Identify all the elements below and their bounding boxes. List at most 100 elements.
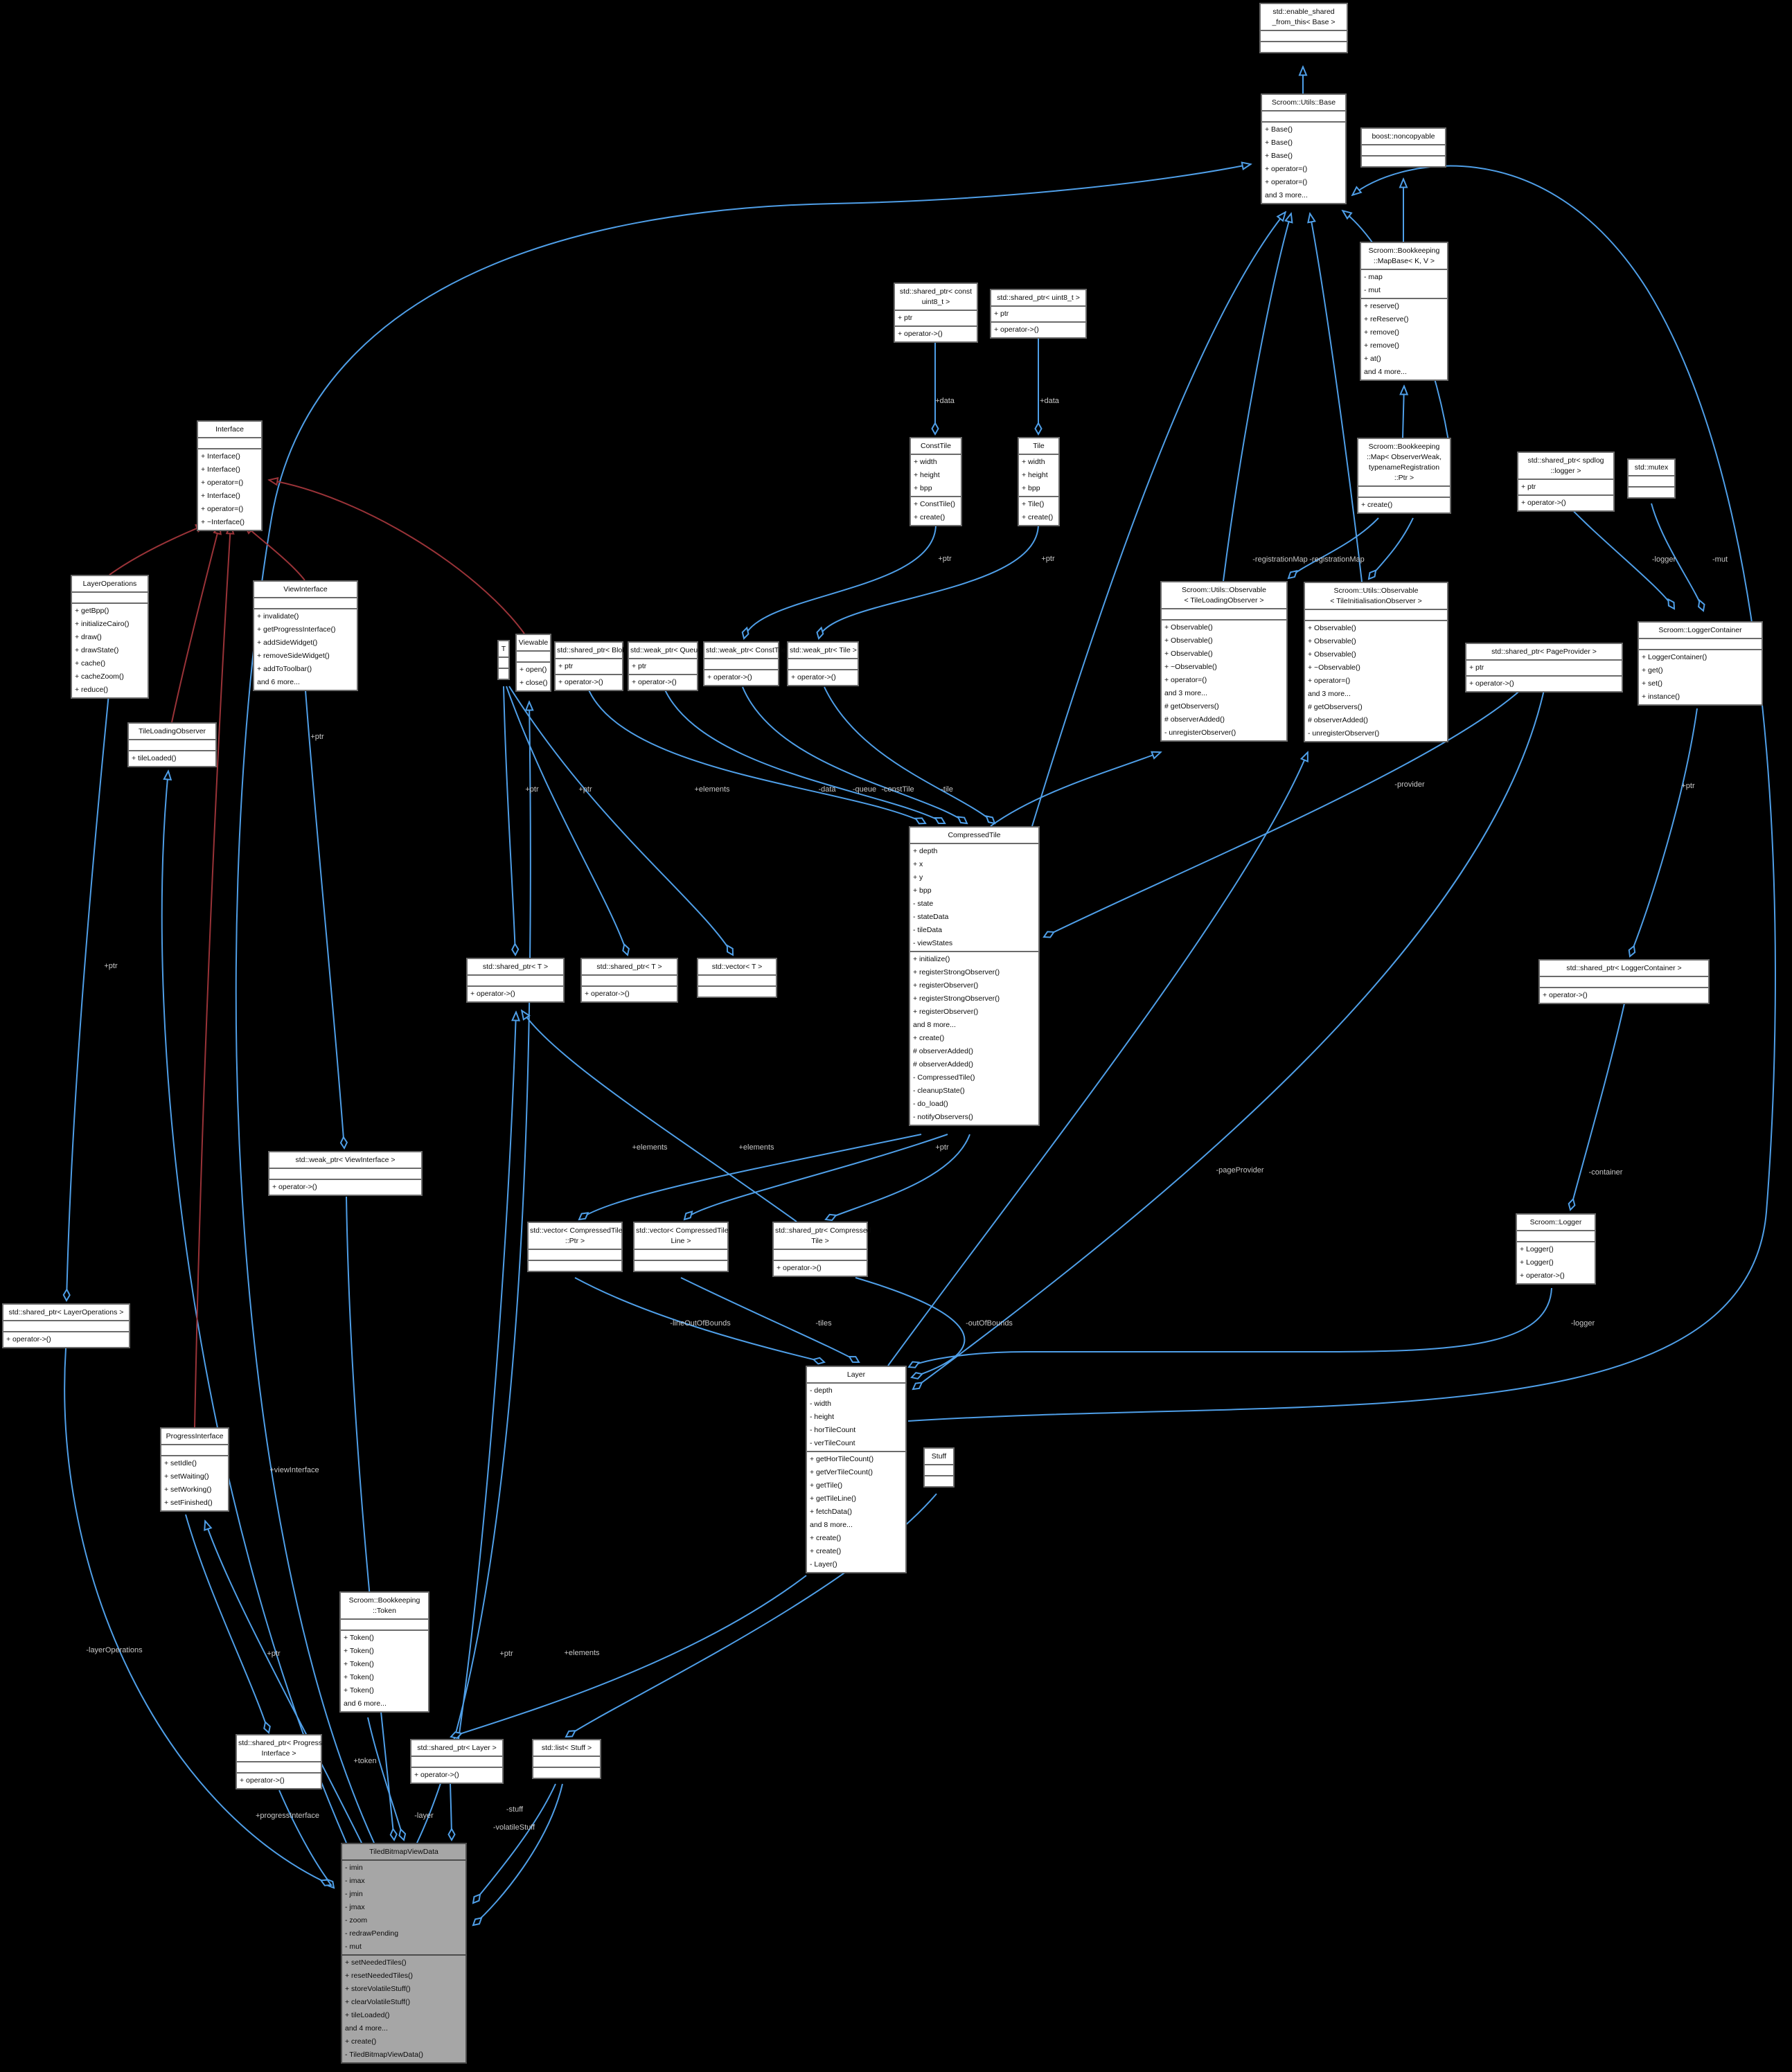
member-row: and 8 more...	[913, 1021, 956, 1029]
methods-section: + ConstTile()+ create()	[911, 496, 961, 525]
class-title: T	[499, 641, 508, 657]
class-title: ViewInterface	[254, 582, 357, 597]
class-scroom-bookkeeping-token[interactable]: Scroom::Bookkeeping::Token+ Token()+ Tok…	[339, 1591, 429, 1713]
class-tile-loading-observer[interactable]: TileLoadingObserver+ tileLoaded()	[127, 722, 217, 767]
member-row: + operator=()	[1265, 165, 1308, 173]
class-viewable[interactable]: Viewable+ open()+ close()	[515, 634, 551, 692]
class-stuff[interactable]: Stuff	[923, 1447, 955, 1488]
member-row: + operator->()	[585, 990, 630, 998]
member-row: + operator=()	[201, 479, 244, 487]
methods-section: + operator->()	[629, 674, 697, 690]
inheritance-edge	[245, 525, 305, 581]
class-title-line: Line >	[671, 1237, 691, 1245]
relation-edge	[473, 1783, 556, 1903]
class-scroom-logger-container[interactable]: Scroom::LoggerContainer+ LoggerContainer…	[1638, 621, 1763, 706]
class-scroom-logger[interactable]: Scroom::Logger+ Logger()+ Logger()+ oper…	[1516, 1213, 1596, 1285]
class-std-shared-ptr-layer-operations[interactable]: std::shared_ptr< LayerOperations >+ oper…	[2, 1303, 130, 1348]
class-std-vector-compressed-tile-ptr[interactable]: std::vector< CompressedTile::Ptr >	[527, 1222, 623, 1272]
class-title-line: LayerOperations	[82, 580, 137, 588]
methods-section: + operator->()	[269, 1179, 421, 1195]
attributes-section: - map- mut	[1361, 269, 1447, 298]
member-row: + operator->()	[1520, 1271, 1565, 1280]
class-std-shared-ptr-t-2[interactable]: std::shared_ptr< T >+ operator->()	[580, 958, 678, 1003]
class-title: Scroom::Utils::Observable< TileInitialis…	[1305, 583, 1447, 609]
class-std-shared-ptr-t-1[interactable]: std::shared_ptr< T >+ operator->()	[466, 958, 565, 1003]
relation-edge	[680, 1277, 859, 1362]
methods-section: + initialize()+ registerStrongObserver()…	[910, 951, 1038, 1125]
class-layer[interactable]: Layer- depth- width- height- horTileCoun…	[806, 1366, 907, 1573]
class-const-tile[interactable]: ConstTile+ width+ height+ bpp+ ConstTile…	[910, 437, 962, 526]
member-row: + close()	[520, 679, 548, 687]
attributes-section	[254, 597, 357, 608]
class-scroom-utils-base[interactable]: Scroom::Utils::Base+ Base()+ Base()+ Bas…	[1261, 93, 1347, 204]
attributes-section	[411, 1756, 502, 1767]
edge-label: -stuff	[506, 1805, 524, 1814]
class-title-line: < TileInitialisationObserver >	[1330, 597, 1422, 605]
edge-label: -data	[818, 785, 836, 794]
member-row: + LoggerContainer()	[1642, 653, 1707, 661]
edge-label: +ptr	[104, 962, 118, 970]
class-title: std::vector< T >	[698, 959, 776, 974]
class-title: std::weak_ptr< Tile >	[788, 643, 858, 658]
methods-section	[499, 668, 508, 679]
class-title: ConstTile	[911, 438, 961, 454]
relation-edge	[913, 686, 1545, 1389]
class-std-weak-ptr-view-interface[interactable]: std::weak_ptr< ViewInterface >+ operator…	[268, 1151, 423, 1196]
member-row: - horTileCount	[810, 1426, 856, 1434]
attributes-section	[499, 657, 508, 668]
attributes-section	[533, 1756, 600, 1767]
attributes-section	[1639, 638, 1762, 649]
member-row: + operator->()	[994, 325, 1039, 334]
member-row: + height	[914, 471, 940, 479]
class-progress-interface[interactable]: ProgressInterface+ setIdle()+ setWaiting…	[160, 1427, 229, 1512]
class-boost-noncopyable[interactable]: boost::noncopyable	[1360, 127, 1446, 168]
edge-label: -registrationMap	[1309, 555, 1365, 564]
class-layer-operations[interactable]: LayerOperations+ getBpp()+ initializeCai…	[71, 575, 149, 699]
class-title-line: std::vector< CompressedTile	[530, 1226, 623, 1235]
class-std-weak-ptr-queue[interactable]: std::weak_ptr< Queue >+ ptr+ operator->(…	[628, 641, 708, 691]
class-interface[interactable]: Interface+ Interface()+ Interface()+ ope…	[197, 420, 263, 531]
class-std-shared-ptr-uint8[interactable]: std::shared_ptr< uint8_t >+ ptr+ operato…	[990, 289, 1087, 339]
class-view-interface[interactable]: ViewInterface+ invalidate()+ getProgress…	[253, 580, 358, 691]
class-std-shared-ptr-logger-container[interactable]: std::shared_ptr< LoggerContainer >+ oper…	[1538, 959, 1710, 1004]
class-scroom-bookkeeping-map[interactable]: Scroom::Bookkeeping::Map< ObserverWeak,t…	[1357, 438, 1451, 514]
class-observable-tile-loading-observer[interactable]: Scroom::Utils::Observable< TileLoadingOb…	[1160, 581, 1288, 742]
class-std-enable-shared-from-this-base[interactable]: std::enable_shared_from_this< Base >	[1259, 3, 1348, 53]
member-row: - cleanupState()	[913, 1087, 965, 1095]
class-title-line: ::Ptr >	[1394, 474, 1414, 482]
class-title-line: std::shared_ptr< T >	[596, 963, 662, 971]
class-observable-tile-initialisation-observer[interactable]: Scroom::Utils::Observable< TileInitialis…	[1304, 582, 1448, 742]
class-std-shared-ptr-page-provider[interactable]: std::shared_ptr< PageProvider >+ ptr+ op…	[1465, 643, 1623, 693]
member-row: - do_load()	[913, 1100, 948, 1108]
relation-edge	[826, 1134, 970, 1220]
class-std-vector-t[interactable]: std::vector< T >	[697, 958, 777, 998]
member-row: + bpp	[914, 484, 932, 492]
class-std-mutex[interactable]: std::mutex	[1627, 458, 1676, 499]
class-tiled-bitmap-view-data[interactable]: TiledBitmapViewData- imin- imax- jmin- j…	[341, 1843, 467, 2064]
class-std-shared-ptr-blob[interactable]: std::shared_ptr< Blob >+ ptr+ operator->…	[554, 641, 632, 691]
class-std-list-stuff[interactable]: std::list< Stuff >	[532, 1739, 601, 1779]
class-title-line: ::logger >	[1550, 467, 1581, 475]
class-std-weak-ptr-tile[interactable]: std::weak_ptr< Tile >+ operator->()	[787, 641, 859, 686]
member-row: + registerObserver()	[913, 1008, 979, 1016]
member-row: + Tile()	[1022, 500, 1045, 508]
class-std-shared-ptr-layer[interactable]: std::shared_ptr< Layer >+ operator->()	[410, 1739, 504, 1784]
class-template-t[interactable]: T	[497, 640, 510, 680]
relation-edge	[473, 1783, 563, 1925]
member-row: + ptr	[1469, 663, 1484, 672]
class-std-shared-ptr-spdlog-logger[interactable]: std::shared_ptr< spdlog::logger >+ ptr+ …	[1517, 452, 1615, 512]
class-scroom-bookkeeping-mapbase[interactable]: Scroom::Bookkeeping::MapBase< K, V >- ma…	[1360, 242, 1448, 381]
edge-group	[64, 66, 1776, 1925]
member-row: + registerStrongObserver()	[913, 994, 1000, 1003]
class-compressed-tile[interactable]: CompressedTile+ depth+ x+ y+ bpp- state-…	[909, 826, 1040, 1126]
member-row: + x	[913, 860, 923, 868]
attributes-section	[1540, 976, 1708, 987]
member-row: + clearVolatileStuff()	[345, 1998, 411, 2006]
class-tile[interactable]: Tile+ width+ height+ bpp+ Tile()+ create…	[1018, 437, 1060, 526]
class-std-weak-ptr-const-tile[interactable]: std::weak_ptr< ConstTile >+ operator->()	[703, 641, 792, 686]
methods-section: + operator->()	[237, 1772, 321, 1788]
